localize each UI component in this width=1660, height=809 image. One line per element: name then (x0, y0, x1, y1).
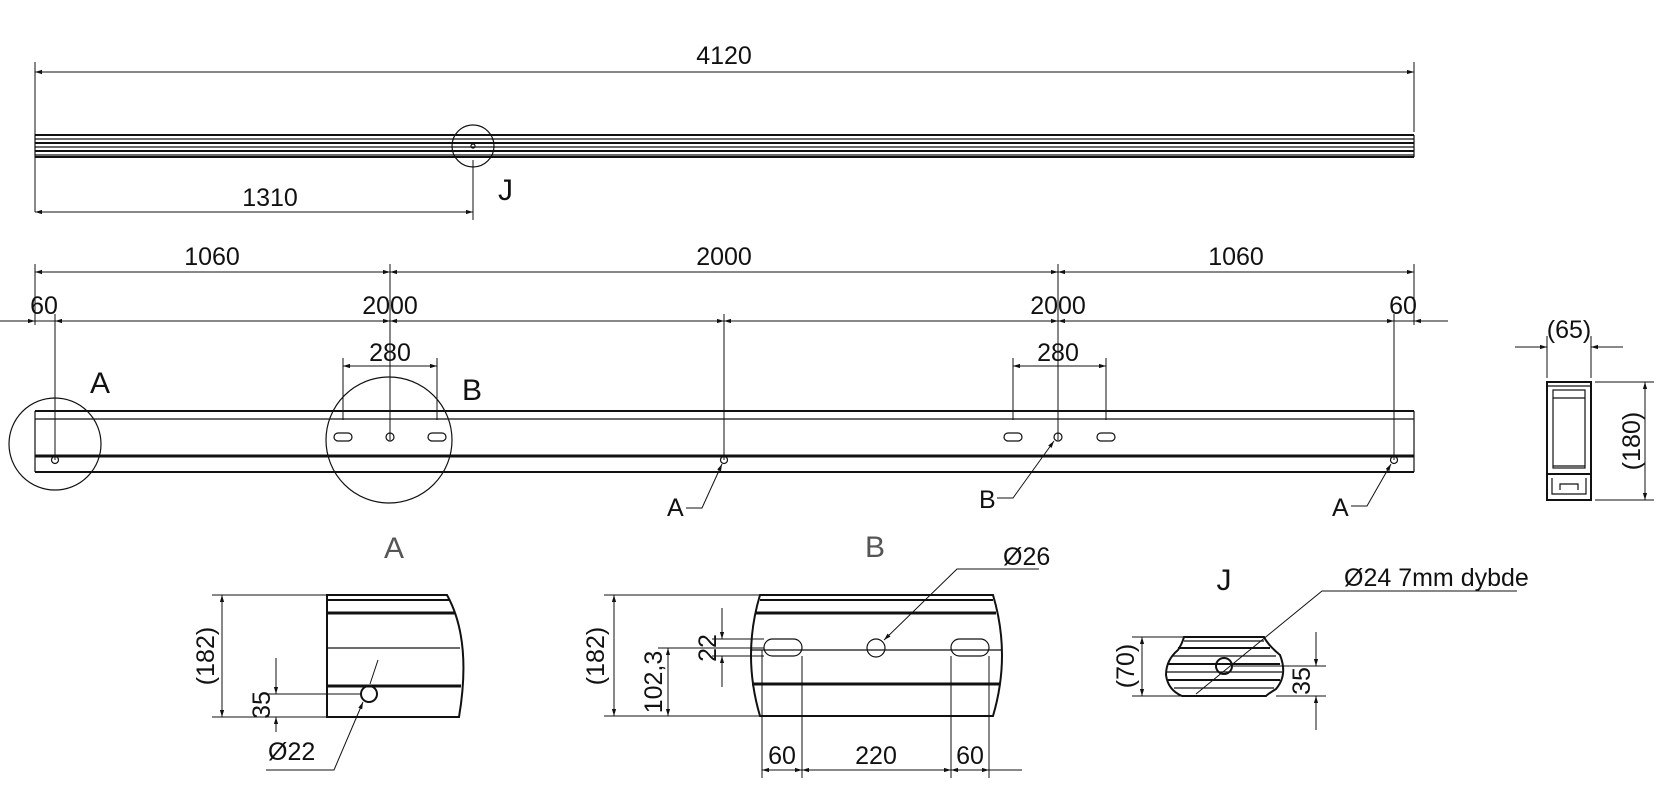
end-hole-left (50, 455, 60, 465)
end-hole-right (1389, 455, 1399, 465)
detail-b-slot-spacing-dimension: 220 (855, 742, 897, 770)
callout-a-center-label: A (667, 494, 684, 522)
slot-right-1 (1003, 432, 1023, 442)
callout-a-right-label: A (1332, 494, 1349, 522)
detail-a-hole-offset-dimension: 35 (248, 691, 276, 719)
span-right-dimension: 1060 (1208, 243, 1264, 271)
detail-b: B Ø26 (182) 102,3 22 60 (582, 531, 1050, 778)
detail-j-hole-spec: Ø24 7mm dybde (1344, 564, 1529, 592)
detail-a-profile (326, 594, 465, 718)
slot-left-1 (333, 432, 353, 442)
detail-a-hole (360, 685, 378, 703)
pitch-right-dimension: 2000 (1030, 292, 1086, 320)
section-view: (65) (180) (1515, 316, 1654, 501)
pitch-left-dimension: 2000 (362, 292, 418, 320)
front-view-beam (34, 410, 1415, 473)
detail-b-slot-right (950, 638, 990, 657)
overall-length-dimension: 4120 (696, 42, 752, 70)
detail-a-hole-diameter: Ø22 (268, 738, 315, 766)
detail-b-profile (750, 594, 1003, 717)
top-view-hole (470, 143, 476, 149)
span-left-dimension: 1060 (184, 243, 240, 271)
detail-j: J Ø24 7mm dybde (70) 35 (1112, 564, 1529, 730)
center-hole-right (1053, 432, 1063, 442)
callout-a-right: A (1332, 463, 1392, 522)
callout-a-center: A (667, 463, 723, 522)
detail-b-slot-left (763, 638, 803, 657)
detail-a-title: A (384, 532, 404, 565)
detail-b-height-dimension: (182) (582, 627, 610, 685)
detail-b-slot-width-dimension: 22 (694, 634, 722, 662)
detail-a: A (182) 35 Ø22 (192, 532, 465, 771)
detail-b-title: B (865, 531, 885, 564)
j-offset-dimension: 1310 (242, 184, 298, 212)
detail-j-title: J (1217, 564, 1232, 597)
slot-left-2 (427, 432, 447, 442)
section-height-dimension: (180) (1618, 412, 1646, 470)
detail-a-height-dimension: (182) (192, 627, 220, 685)
section-width-dimension: (65) (1547, 316, 1591, 344)
edge-left-dimension: 60 (30, 292, 58, 320)
center-hole-left (385, 432, 395, 442)
top-view: 4120 J 1310 (34, 42, 1415, 220)
detail-a-marker-circle (8, 397, 102, 491)
section-profile (1546, 381, 1592, 501)
detail-b-hole (866, 638, 886, 658)
detail-b-hole-diameter: Ø26 (1003, 543, 1050, 571)
callout-b-right-label: B (979, 486, 996, 514)
slot-spacing-right-dimension: 280 (1037, 339, 1079, 367)
detail-a-marker-label: A (90, 367, 110, 400)
edge-right-dimension: 60 (1389, 292, 1417, 320)
detail-b-marker-label: B (462, 374, 482, 407)
detail-b-slot-edge-right-dimension: 60 (956, 742, 984, 770)
detail-b-marker-circle (325, 376, 453, 504)
front-view: 1060 2000 1060 60 2000 2000 60 280 280 (0, 243, 1448, 522)
top-view-beam (34, 134, 1415, 158)
slot-spacing-left-dimension: 280 (369, 339, 411, 367)
end-hole-center (719, 455, 729, 465)
detail-b-slot-height-dimension: 102,3 (640, 651, 668, 714)
detail-b-slot-edge-left-dimension: 60 (768, 742, 796, 770)
detail-j-hole-offset-dimension: 35 (1288, 667, 1316, 695)
slot-right-2 (1096, 432, 1116, 442)
detail-j-marker-label: J (498, 174, 513, 207)
detail-j-height-dimension: (70) (1112, 644, 1140, 688)
span-middle-dimension: 2000 (696, 243, 752, 271)
detail-j-leader (1195, 590, 1517, 695)
callout-b-right: B (979, 440, 1055, 514)
detail-j-profile (1164, 636, 1285, 697)
